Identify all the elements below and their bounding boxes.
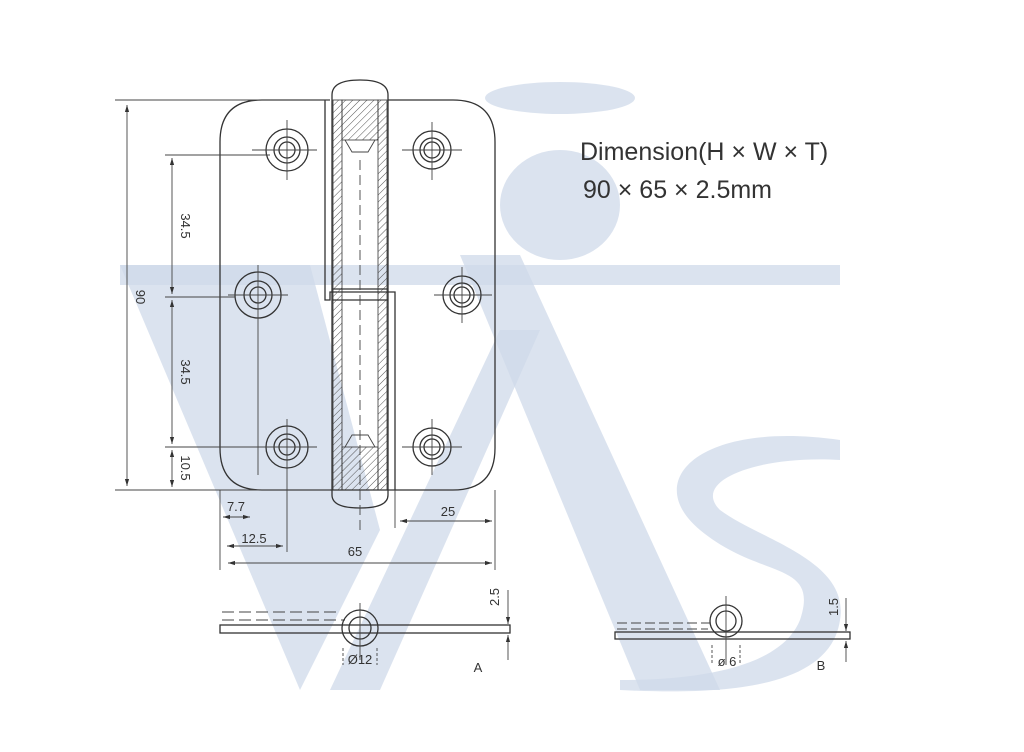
dim-width: 65 — [348, 544, 362, 559]
screw-hole — [402, 122, 462, 180]
dim-pitch-upper: 34.5 — [178, 213, 193, 238]
dim-edge-small: 7.7 — [227, 499, 245, 514]
spec-value: 90 × 65 × 2.5mm — [583, 176, 772, 204]
knuckle — [331, 79, 389, 509]
spec-title: Dimension(H × W × T) — [580, 138, 828, 166]
side-b-thickness: 1.5 — [826, 598, 841, 616]
hinge-front-view — [219, 79, 496, 552]
watermark-logo — [120, 82, 841, 692]
side-a-diameter: Ø12 — [348, 652, 373, 667]
side-b-label: B — [817, 658, 826, 673]
side-a-label: A — [474, 660, 483, 675]
screw-hole — [434, 267, 492, 323]
dim-pitch-lower: 34.5 — [178, 359, 193, 384]
dim-height: 90 — [133, 290, 148, 304]
dim-edge-hole: 12.5 — [241, 531, 266, 546]
dim-leaf-width: 25 — [441, 504, 455, 519]
screw-holes — [228, 120, 492, 552]
screw-hole — [228, 265, 288, 475]
dim-bottom-offset: 10.5 — [178, 455, 193, 480]
side-a-thickness: 2.5 — [487, 588, 502, 606]
dimension-lines — [115, 99, 496, 570]
screw-hole — [252, 120, 317, 180]
side-view-b — [614, 596, 851, 665]
screw-hole — [402, 419, 462, 475]
side-b-diameter: ø 6 — [718, 654, 737, 669]
side-view-a — [219, 590, 511, 665]
